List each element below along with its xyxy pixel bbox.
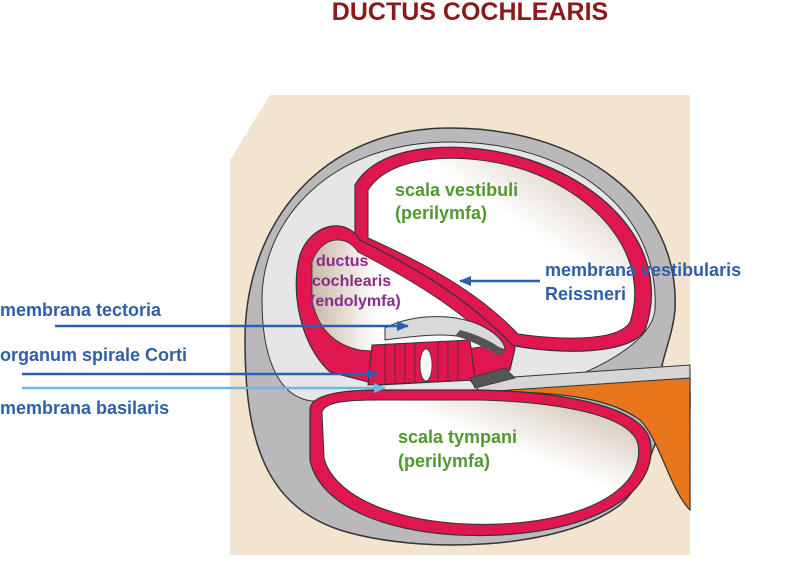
label-membrana-tectoria: membrana tectoria <box>0 300 162 320</box>
scala-tympani-lumen <box>321 399 640 525</box>
tectorial-membrane <box>384 316 506 351</box>
label-scala-tympani-sub: (perilymfa) <box>398 451 490 471</box>
spiral-lamina <box>468 364 691 393</box>
label-scala-tympani: scala tympani <box>398 427 517 447</box>
basilar-membrane <box>469 367 516 389</box>
label-organum-spirale: organum spirale Corti <box>0 345 187 365</box>
label-scala-vestibuli: scala vestibuli <box>395 180 518 200</box>
label-membrana-basilaris: membrana basilaris <box>0 398 169 418</box>
corti-cells <box>384 341 459 383</box>
label-ductus-line3: (endolymfa) <box>310 293 401 310</box>
label-scala-vestibuli-sub: (perilymfa) <box>395 203 487 223</box>
diagram-title: DUCTUS COCHLEARIS <box>332 0 608 26</box>
scala-vestibuli-lumen <box>367 157 636 339</box>
label-reissneri: Reissneri <box>545 284 626 304</box>
cochlear-nerve <box>499 371 691 512</box>
label-membrana-vestibularis: membrana vestibularis <box>545 260 741 280</box>
label-ductus-line1: ductus <box>316 253 369 270</box>
tunnel-of-corti <box>419 348 433 382</box>
label-ductus-line2: cochlearis <box>312 273 391 290</box>
tectorial-membrane-shadow <box>455 330 505 355</box>
